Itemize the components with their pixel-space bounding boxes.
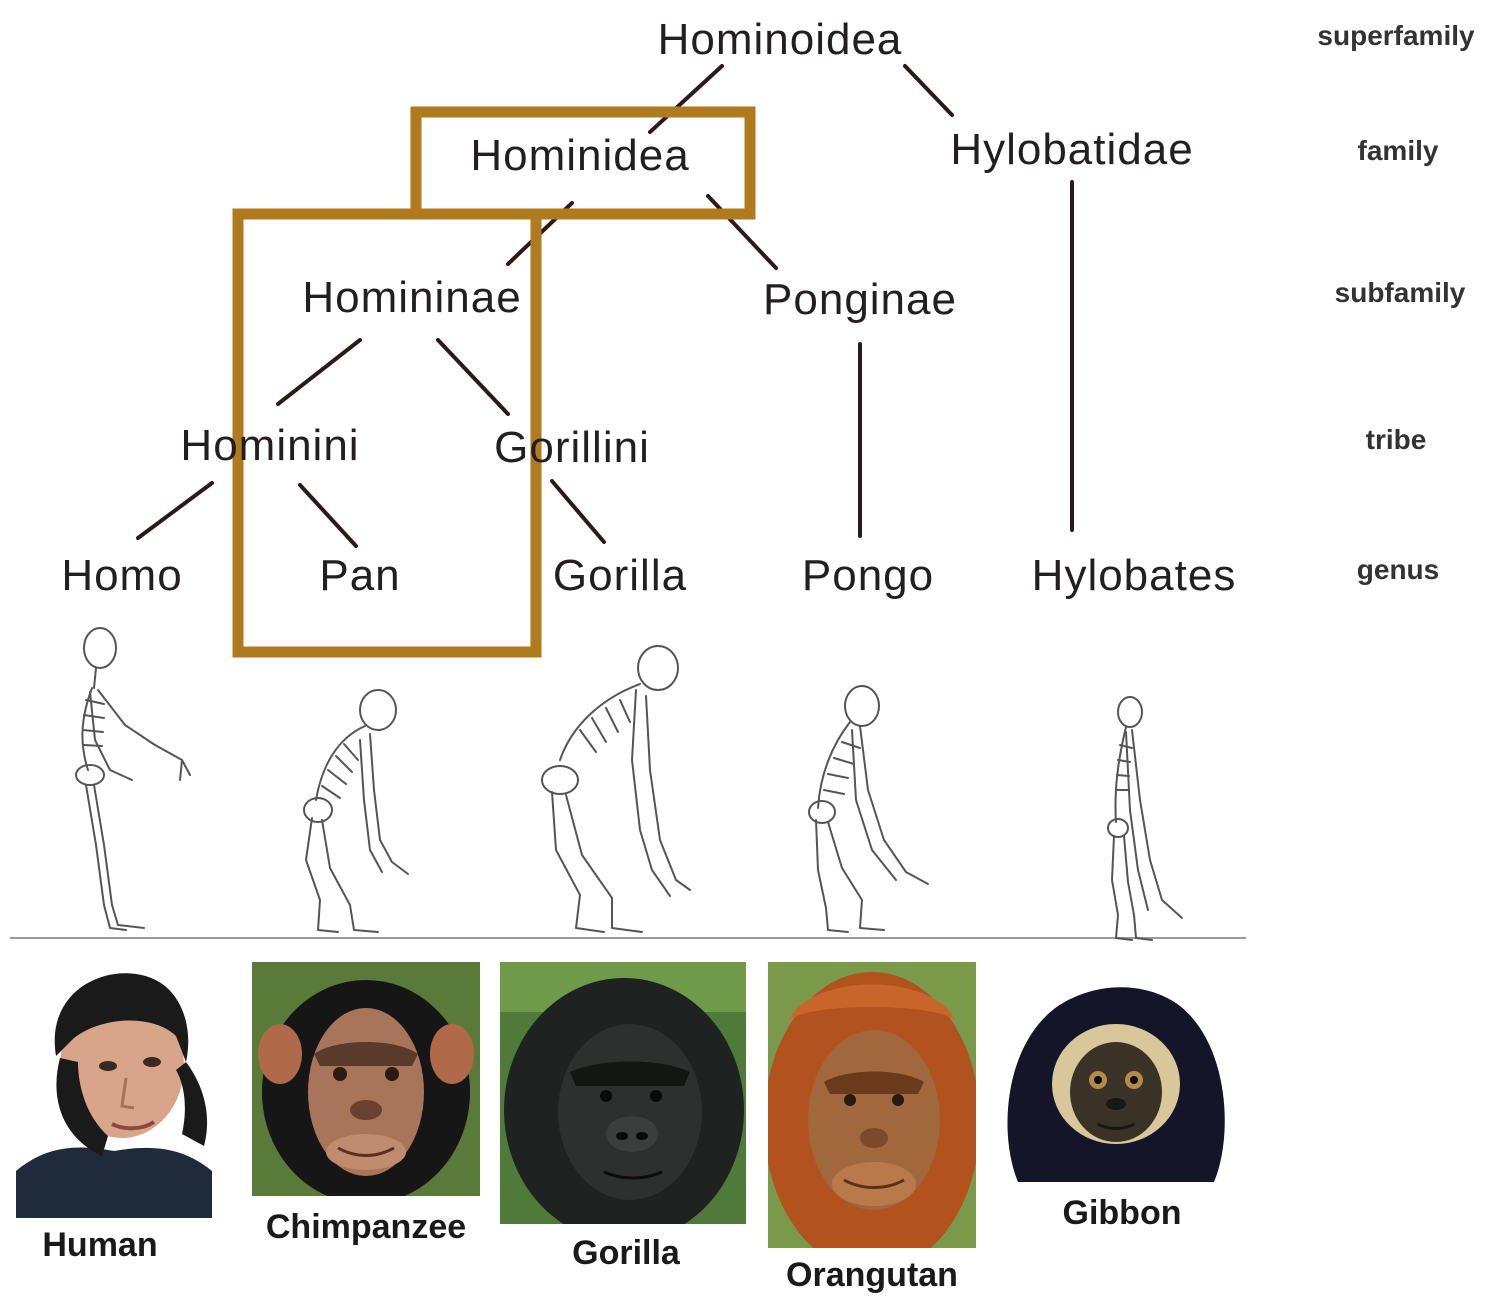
taxon-ponginae: Ponginae <box>763 278 957 322</box>
taxon-hominini: Hominini <box>180 424 359 468</box>
edge-hominidea-ponginae <box>708 196 776 268</box>
taxon-pongo: Pongo <box>802 554 934 598</box>
human-skeleton <box>76 628 190 930</box>
chimpanzee-skeleton <box>304 690 408 932</box>
rank-subfamily: subfamily <box>1335 279 1466 307</box>
taxon-gorillini: Gorillini <box>494 426 650 470</box>
photo-chimpanzee <box>252 962 480 1196</box>
photo-human <box>16 966 212 1218</box>
caption-human: Human <box>42 1228 157 1262</box>
taxon-pan: Pan <box>319 554 400 598</box>
edge-hominini-pan <box>300 485 356 546</box>
taxon-hylobatidae: Hylobatidae <box>950 128 1193 172</box>
edge-hominoidea-hominidea <box>650 66 722 132</box>
caption-orangutan: Orangutan <box>786 1258 958 1292</box>
taxon-hylobates: Hylobates <box>1032 554 1237 598</box>
rank-family: family <box>1358 137 1439 165</box>
taxon-hominidea: Hominidea <box>470 134 689 178</box>
gibbon-skeleton <box>1108 697 1182 940</box>
taxon-homo: Homo <box>61 554 182 598</box>
edge-gorillini-gorilla <box>552 481 604 542</box>
caption-gibbon: Gibbon <box>1063 1196 1182 1230</box>
photo-gorilla <box>500 962 746 1224</box>
photo-orangutan <box>768 962 976 1248</box>
taxon-homininae: Homininae <box>302 276 521 320</box>
edge-hominoidea-hylobatidae <box>905 66 952 115</box>
taxon-hominoidea: Hominoidea <box>658 18 903 62</box>
edge-homininae-hominini <box>278 340 360 404</box>
photo-gibbon <box>998 984 1234 1182</box>
gorilla-skeleton <box>542 646 690 932</box>
rank-genus: genus <box>1357 556 1439 584</box>
caption-chimpanzee: Chimpanzee <box>266 1210 466 1244</box>
rank-tribe: tribe <box>1366 426 1427 454</box>
caption-gorilla: Gorilla <box>572 1236 680 1270</box>
edge-homininae-gorillini <box>438 340 508 414</box>
taxon-gorilla: Gorilla <box>553 554 687 598</box>
rank-superfamily: superfamily <box>1317 22 1474 50</box>
orangutan-skeleton <box>809 686 928 932</box>
edge-hominini-homo <box>138 483 212 538</box>
